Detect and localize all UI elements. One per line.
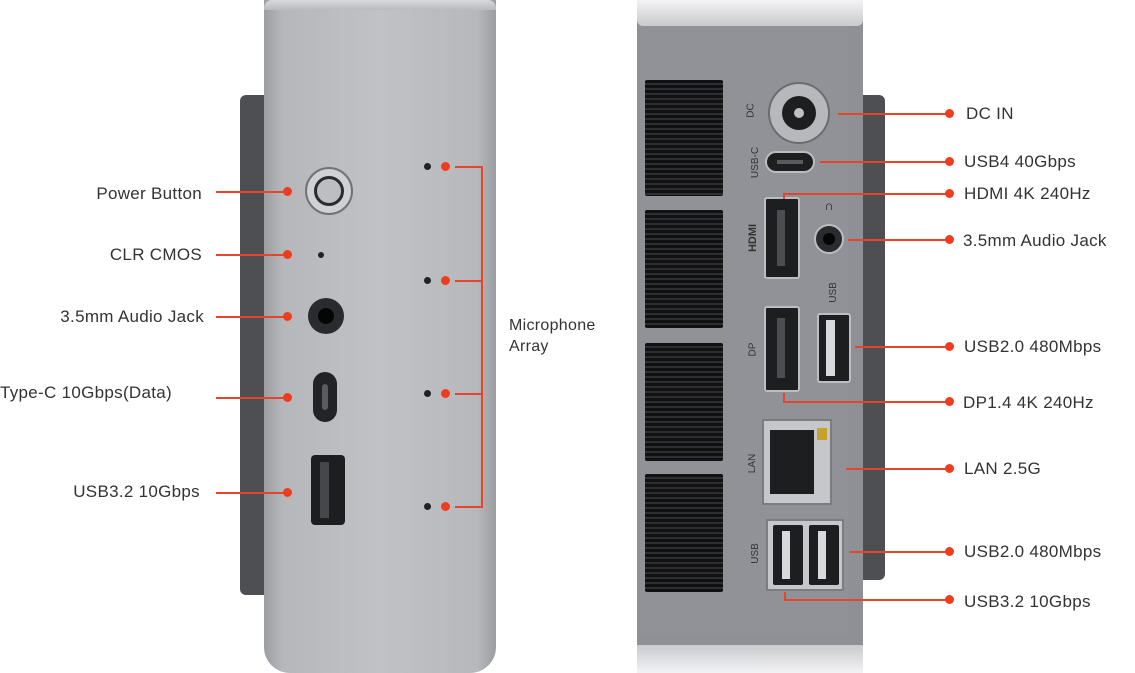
label-power-button: Power Button xyxy=(96,184,202,203)
print-lan: LAN xyxy=(747,453,759,474)
power-button-inner-ring xyxy=(314,176,344,206)
rear-usb20-tongue-2 xyxy=(782,531,790,579)
label-usb20-b: USB2.0 480Mbps xyxy=(964,542,1102,561)
vent-grille-2 xyxy=(645,210,723,328)
leader-usb32-rear-rise xyxy=(784,592,786,601)
marker-rear-audio-jack xyxy=(945,235,954,244)
rear-lan-led xyxy=(817,428,827,440)
vent-grille-3 xyxy=(645,343,723,461)
mic-bracket-line-4 xyxy=(455,506,483,508)
front-type-c-tongue xyxy=(322,384,328,410)
print-hdmi: HDMI xyxy=(747,223,760,253)
mic-bracket-line-2 xyxy=(455,280,483,282)
marker-front-audio-jack xyxy=(283,312,292,321)
label-clr-cmos: CLR CMOS xyxy=(109,245,202,264)
mic-dot-2-red xyxy=(441,276,450,285)
mic-dot-4-red xyxy=(441,502,450,511)
vent-grille-1 xyxy=(645,80,723,196)
label-rear-audio-jack: 3.5mm Audio Jack xyxy=(963,231,1107,250)
marker-front-type-c xyxy=(283,393,292,402)
print-usb: USB xyxy=(827,282,839,303)
marker-power-button xyxy=(283,187,292,196)
leader-lan xyxy=(846,468,948,470)
right-unit-bottom-edge xyxy=(637,645,863,673)
marker-front-usb32 xyxy=(283,488,292,497)
marker-hdmi xyxy=(945,189,954,198)
label-usb32-rear: USB3.2 10Gbps xyxy=(964,592,1091,611)
right-unit-top-edge xyxy=(637,0,863,26)
mic-dot-4-black xyxy=(424,503,431,510)
front-usb32-tongue xyxy=(320,462,329,518)
leader-usb20-a xyxy=(855,346,948,348)
microphone-label-line1: Microphone xyxy=(509,317,596,334)
leader-front-type-c xyxy=(216,397,286,399)
mic-dot-3-red xyxy=(441,389,450,398)
label-front-audio-jack: 3.5mm Audio Jack xyxy=(60,307,204,326)
leader-dc-in xyxy=(838,113,948,115)
headphone-icon: ∩ xyxy=(824,198,834,213)
leader-power-button xyxy=(216,191,286,193)
marker-usb4 xyxy=(945,157,954,166)
print-dc: DC xyxy=(745,103,757,118)
leader-rear-audio-jack xyxy=(848,239,948,241)
marker-lan xyxy=(945,464,954,473)
label-lan: LAN 2.5G xyxy=(964,459,1042,478)
left-unit-top-edge xyxy=(264,0,496,10)
label-dp: DP1.4 4K 240Hz xyxy=(963,393,1094,412)
mic-dot-1-black xyxy=(424,163,431,170)
marker-dp xyxy=(945,397,954,406)
marker-usb32-rear xyxy=(945,595,954,604)
leader-dp xyxy=(783,401,948,403)
rear-dp-tongue xyxy=(777,318,785,378)
leader-clr-cmos xyxy=(216,254,286,256)
mic-bracket-vertical xyxy=(481,166,483,508)
leader-front-audio-jack xyxy=(216,316,286,318)
mic-bracket-line-1 xyxy=(455,166,483,168)
label-hdmi: HDMI 4K 240Hz xyxy=(964,184,1091,203)
print-usb-c: USB-C xyxy=(750,146,762,179)
print-dp: DP xyxy=(747,342,759,357)
rear-audio-jack-hole xyxy=(823,233,835,245)
left-unit-front-panel xyxy=(264,0,496,673)
rear-usb4-tongue xyxy=(777,160,803,164)
label-front-type-c: Type-C 10Gbps(Data) xyxy=(0,383,172,402)
mic-dot-2-black xyxy=(424,277,431,284)
leader-usb32-rear xyxy=(784,599,948,601)
leader-hdmi-drop xyxy=(783,193,785,199)
clr-cmos-hole[interactable] xyxy=(318,252,324,258)
leader-usb4 xyxy=(820,161,948,163)
label-usb4: USB4 40Gbps xyxy=(964,152,1076,171)
marker-usb20-a xyxy=(945,342,954,351)
rear-hdmi-tongue xyxy=(777,210,785,266)
rear-audio-jack[interactable] xyxy=(814,224,844,254)
label-front-usb32: USB3.2 10Gbps xyxy=(73,482,200,501)
leader-front-usb32 xyxy=(216,492,286,494)
front-audio-jack-hole xyxy=(318,308,334,324)
rear-usb32-tongue xyxy=(818,531,826,579)
label-dc-in: DC IN xyxy=(966,104,1014,123)
marker-clr-cmos xyxy=(283,250,292,259)
marker-dc-in xyxy=(945,109,954,118)
mic-dot-1-red xyxy=(441,162,450,171)
print-usb-bottom: USB xyxy=(749,543,761,564)
leader-usb20-b xyxy=(850,551,948,553)
rear-usb20-tongue-1 xyxy=(826,320,835,376)
dc-in-jack-pin xyxy=(794,108,804,118)
rear-lan-socket xyxy=(770,430,814,494)
marker-usb20-b xyxy=(945,547,954,556)
label-usb20-a: USB2.0 480Mbps xyxy=(964,337,1102,356)
mic-bracket-line-3 xyxy=(455,393,483,395)
leader-hdmi xyxy=(783,193,948,195)
leader-dp-rise xyxy=(783,393,785,403)
microphone-label-line2: Array xyxy=(509,338,549,355)
mic-dot-3-black xyxy=(424,390,431,397)
vent-grille-4 xyxy=(645,474,723,592)
